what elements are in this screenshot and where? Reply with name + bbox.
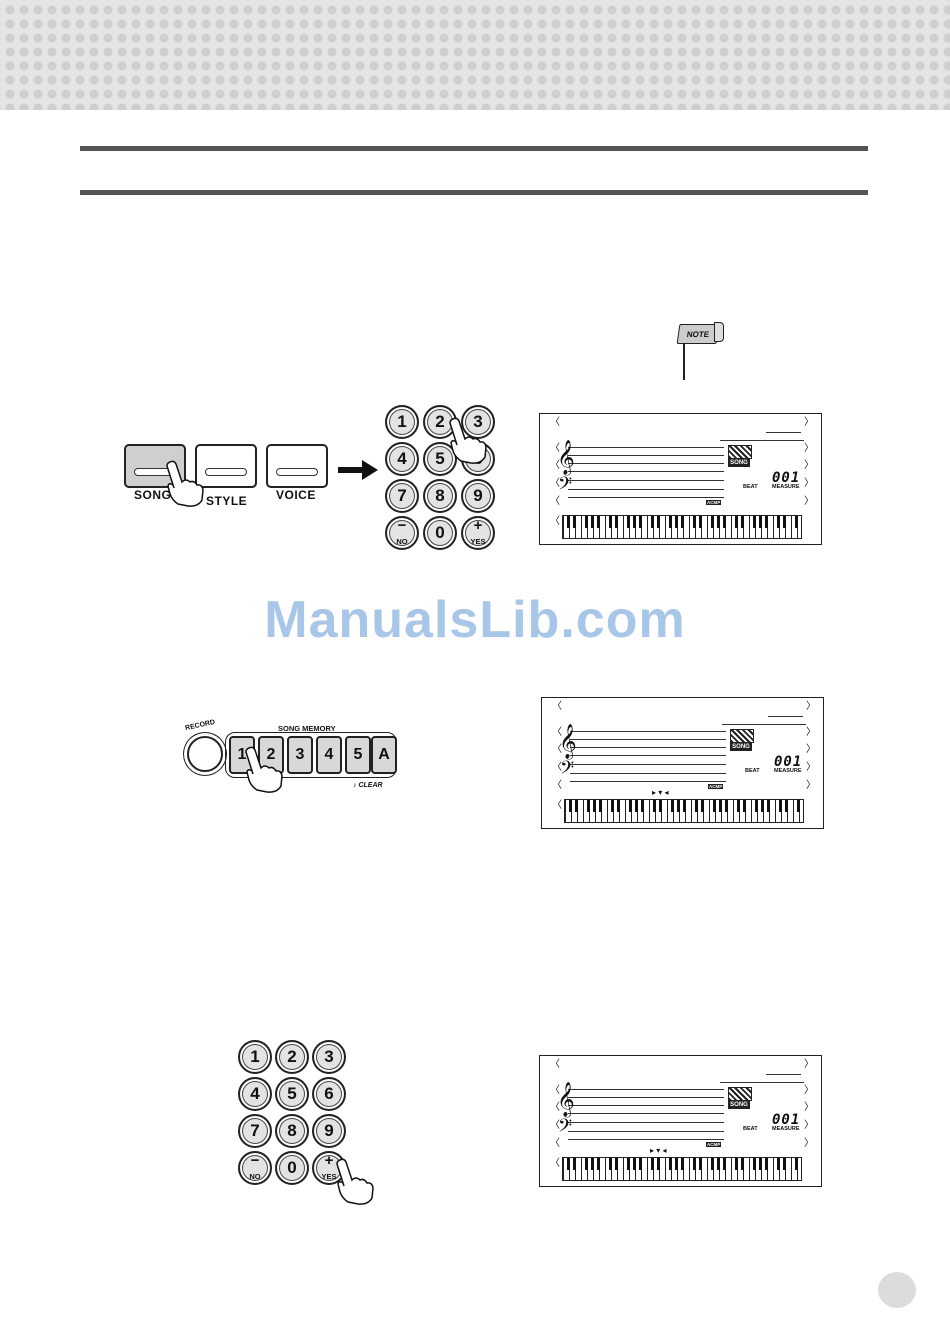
lcd-song-label: SONG — [728, 459, 750, 467]
key-yes[interactable]: + YES — [461, 516, 495, 550]
style-button[interactable] — [195, 444, 257, 488]
plus-icon: + — [473, 517, 483, 534]
right-arrow-icon — [338, 460, 378, 480]
note-icon: NOTE — [676, 324, 720, 344]
note-scroll-curl — [714, 322, 724, 342]
key-9[interactable]: 9 — [461, 479, 495, 513]
song-memory-3[interactable]: 3 — [287, 736, 313, 774]
measure-value: 001 — [772, 470, 801, 486]
yes-label: YES — [321, 1172, 337, 1181]
pressing-hand-icon — [336, 1158, 374, 1205]
treble-clef-icon: 𝄞 — [557, 1082, 575, 1117]
page-number-badge — [878, 1272, 916, 1308]
number-keypad-step3: 1 2 3 4 5 6 7 8 9 − NO 0 + YES — [238, 1040, 378, 1210]
key-no[interactable]: − NO — [385, 516, 419, 550]
minus-icon: − — [397, 517, 407, 534]
record-button[interactable] — [187, 736, 223, 772]
key-5[interactable]: 5 — [423, 442, 457, 476]
key-3[interactable]: 3 — [312, 1040, 346, 1074]
mode-button-panel: SONG STYLE VOICE — [118, 440, 338, 515]
lcd-keyboard — [562, 1157, 802, 1181]
number-keypad-step1: 1 2 3 4 5 6 7 8 9 −NO 0 +YES — [385, 405, 495, 550]
song-button-label: SONG — [134, 488, 172, 502]
no-label: NO — [396, 537, 408, 546]
acmp-indicator: ACMP — [706, 500, 722, 505]
song-icon — [728, 1087, 752, 1101]
lcd-song-label: SONG — [728, 1101, 750, 1109]
key-7[interactable]: 7 — [385, 479, 419, 513]
acmp-indicator: ACMP — [706, 1142, 722, 1147]
clear-text: CLEAR — [358, 782, 383, 789]
lcd-song-label: SONG — [730, 743, 752, 751]
pressing-hand-icon — [449, 417, 487, 464]
lcd-display-step3: 〈〈〈〈〈〈 〉〉〉〉〉 𝄞 𝄢 SONG 001 BEAT MEASURE A… — [539, 1055, 822, 1187]
song-icon — [730, 729, 754, 743]
key-9[interactable]: 9 — [312, 1114, 346, 1148]
bass-clef-icon: 𝄢 — [560, 758, 575, 783]
bass-clef-icon: 𝄢 — [558, 1116, 573, 1141]
record-label: RECORD — [184, 718, 216, 733]
note-leader-line — [683, 344, 685, 380]
song-memory-4[interactable]: 4 — [316, 736, 342, 774]
lcd-display-step2: 〈〈〈〈〈〈 〉〉〉〉〉 𝄞 𝄢 SONG 001 BEAT MEASURE A… — [541, 697, 824, 829]
voice-button[interactable] — [266, 444, 328, 488]
key-1[interactable]: 1 — [238, 1040, 272, 1074]
lcd-keyboard — [562, 515, 802, 539]
yes-label: YES — [470, 537, 486, 546]
top-rule — [80, 146, 868, 151]
watermark: ManualsLib.com — [264, 591, 686, 649]
note-label: NOTE — [686, 329, 710, 339]
measure-label: MEASURE — [772, 484, 800, 490]
key-5[interactable]: 5 — [275, 1077, 309, 1111]
song-memory-title: SONG MEMORY — [278, 724, 336, 733]
minus-icon: − — [250, 1152, 260, 1169]
key-3[interactable]: 3 — [461, 405, 495, 439]
key-8[interactable]: 8 — [423, 479, 457, 513]
dotted-header-band — [0, 0, 950, 110]
key-1[interactable]: 1 — [385, 405, 419, 439]
song-memory-a[interactable]: A — [371, 736, 397, 774]
voice-button-label: VOICE — [276, 488, 316, 502]
track-indicator-icon: ▸ ▾ ◂ — [652, 788, 669, 797]
pressing-hand-icon — [245, 746, 283, 793]
measure-value: 001 — [772, 1112, 801, 1128]
key-4[interactable]: 4 — [238, 1077, 272, 1111]
bottom-rule — [80, 190, 868, 195]
clear-label: ♪ CLEAR — [353, 782, 383, 789]
note-callout: NOTE — [676, 322, 726, 380]
key-0[interactable]: 0 — [423, 516, 457, 550]
bass-clef-icon: 𝄢 — [558, 474, 573, 499]
no-label: NO — [249, 1172, 261, 1181]
acmp-indicator: ACMP — [708, 784, 724, 789]
style-button-label: STYLE — [206, 494, 248, 508]
track-indicator-icon: ▸ ▾ ◂ — [650, 1146, 667, 1155]
treble-clef-icon: 𝄞 — [559, 724, 577, 759]
key-8[interactable]: 8 — [275, 1114, 309, 1148]
measure-label: MEASURE — [772, 1126, 800, 1132]
key-0[interactable]: 0 — [275, 1151, 309, 1185]
treble-clef-icon: 𝄞 — [557, 440, 575, 475]
key-6[interactable]: 6 — [312, 1077, 346, 1111]
lcd-keyboard — [564, 799, 804, 823]
plus-icon: + — [324, 1152, 334, 1169]
beat-label: BEAT — [743, 484, 758, 490]
song-memory-5[interactable]: 5 — [345, 736, 371, 774]
beat-label: BEAT — [745, 768, 760, 774]
beat-label: BEAT — [743, 1126, 758, 1132]
song-memory-panel: RECORD SONG MEMORY 1 2 3 4 5 A ♪ CLEAR — [183, 718, 403, 802]
measure-value: 001 — [774, 754, 803, 770]
lcd-display-step1: 〈〈〈〈〈〈 〉〉〉〉〉 𝄞 𝄢 SONG 001 BEAT MEASURE A… — [539, 413, 822, 545]
key-4[interactable]: 4 — [385, 442, 419, 476]
key-2[interactable]: 2 — [275, 1040, 309, 1074]
key-no[interactable]: − NO — [238, 1151, 272, 1185]
song-icon — [728, 445, 752, 459]
key-7[interactable]: 7 — [238, 1114, 272, 1148]
pressing-hand-icon — [166, 460, 204, 507]
measure-label: MEASURE — [774, 768, 802, 774]
